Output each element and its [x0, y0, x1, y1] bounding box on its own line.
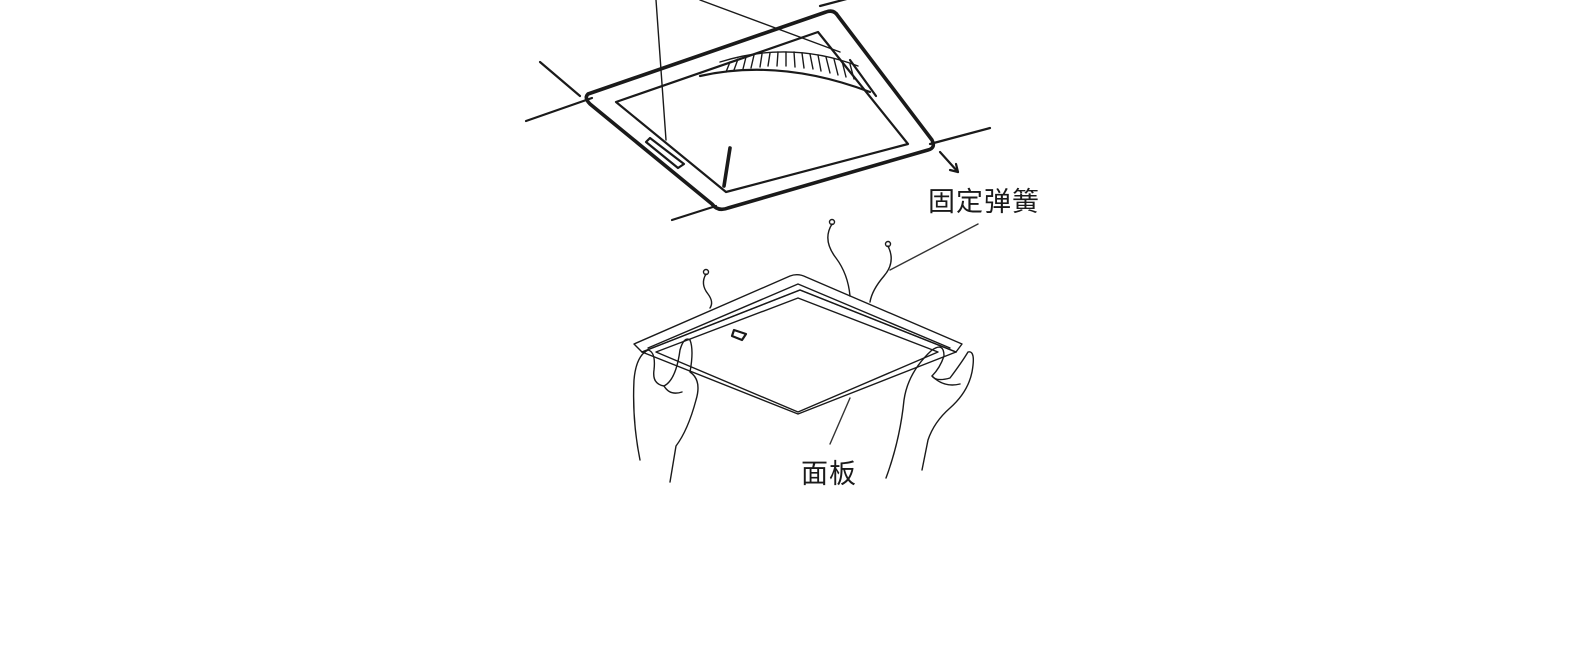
fan-blades: [725, 51, 855, 80]
panel-leader-line: [829, 397, 851, 445]
panel-label: 面板: [801, 459, 857, 490]
spring-2: [827, 223, 851, 297]
spring-label: 固定弹簧: [928, 187, 1040, 218]
spring-leader-line: [889, 223, 979, 271]
outer-frame: [584, 9, 936, 212]
spring-1-tip: [702, 268, 710, 276]
frame-tab-left: [644, 136, 686, 170]
panel-bottom-edge: [641, 351, 957, 415]
left-hand: [632, 338, 699, 483]
panel-rim-mid: [647, 283, 951, 349]
right-hand-finger: [931, 375, 961, 386]
ceiling-line-right: [928, 126, 992, 146]
spring-1: [702, 273, 713, 309]
corner-arrow-head: [948, 162, 960, 174]
frame-spring-right: [848, 58, 878, 98]
guide-line-right: [699, 0, 841, 53]
ceiling-line-bottom: [670, 204, 718, 222]
frame-spring-bottom: [722, 146, 732, 188]
guide-line-left: [655, 0, 667, 141]
fan-arc-lower: [698, 68, 872, 94]
panel-rim-inner: [641, 289, 957, 353]
fan-arc-upper: [719, 51, 859, 67]
corner-arrow: [938, 150, 960, 174]
ceiling-line-top: [818, 0, 848, 8]
spring-2-tip: [828, 218, 836, 226]
spring-3-tip: [884, 240, 892, 248]
ceiling-line-left: [524, 96, 594, 123]
panel-clip: [730, 328, 748, 342]
left-hand-finger: [663, 385, 683, 394]
ceiling-line-left-2: [538, 60, 582, 98]
spring-3: [869, 245, 892, 303]
right-hand: [885, 346, 975, 479]
panel-face: [655, 297, 939, 413]
panel-assembly: [632, 218, 975, 483]
panel-rim-outer: [633, 274, 963, 353]
ceiling-unit: [524, 0, 992, 222]
